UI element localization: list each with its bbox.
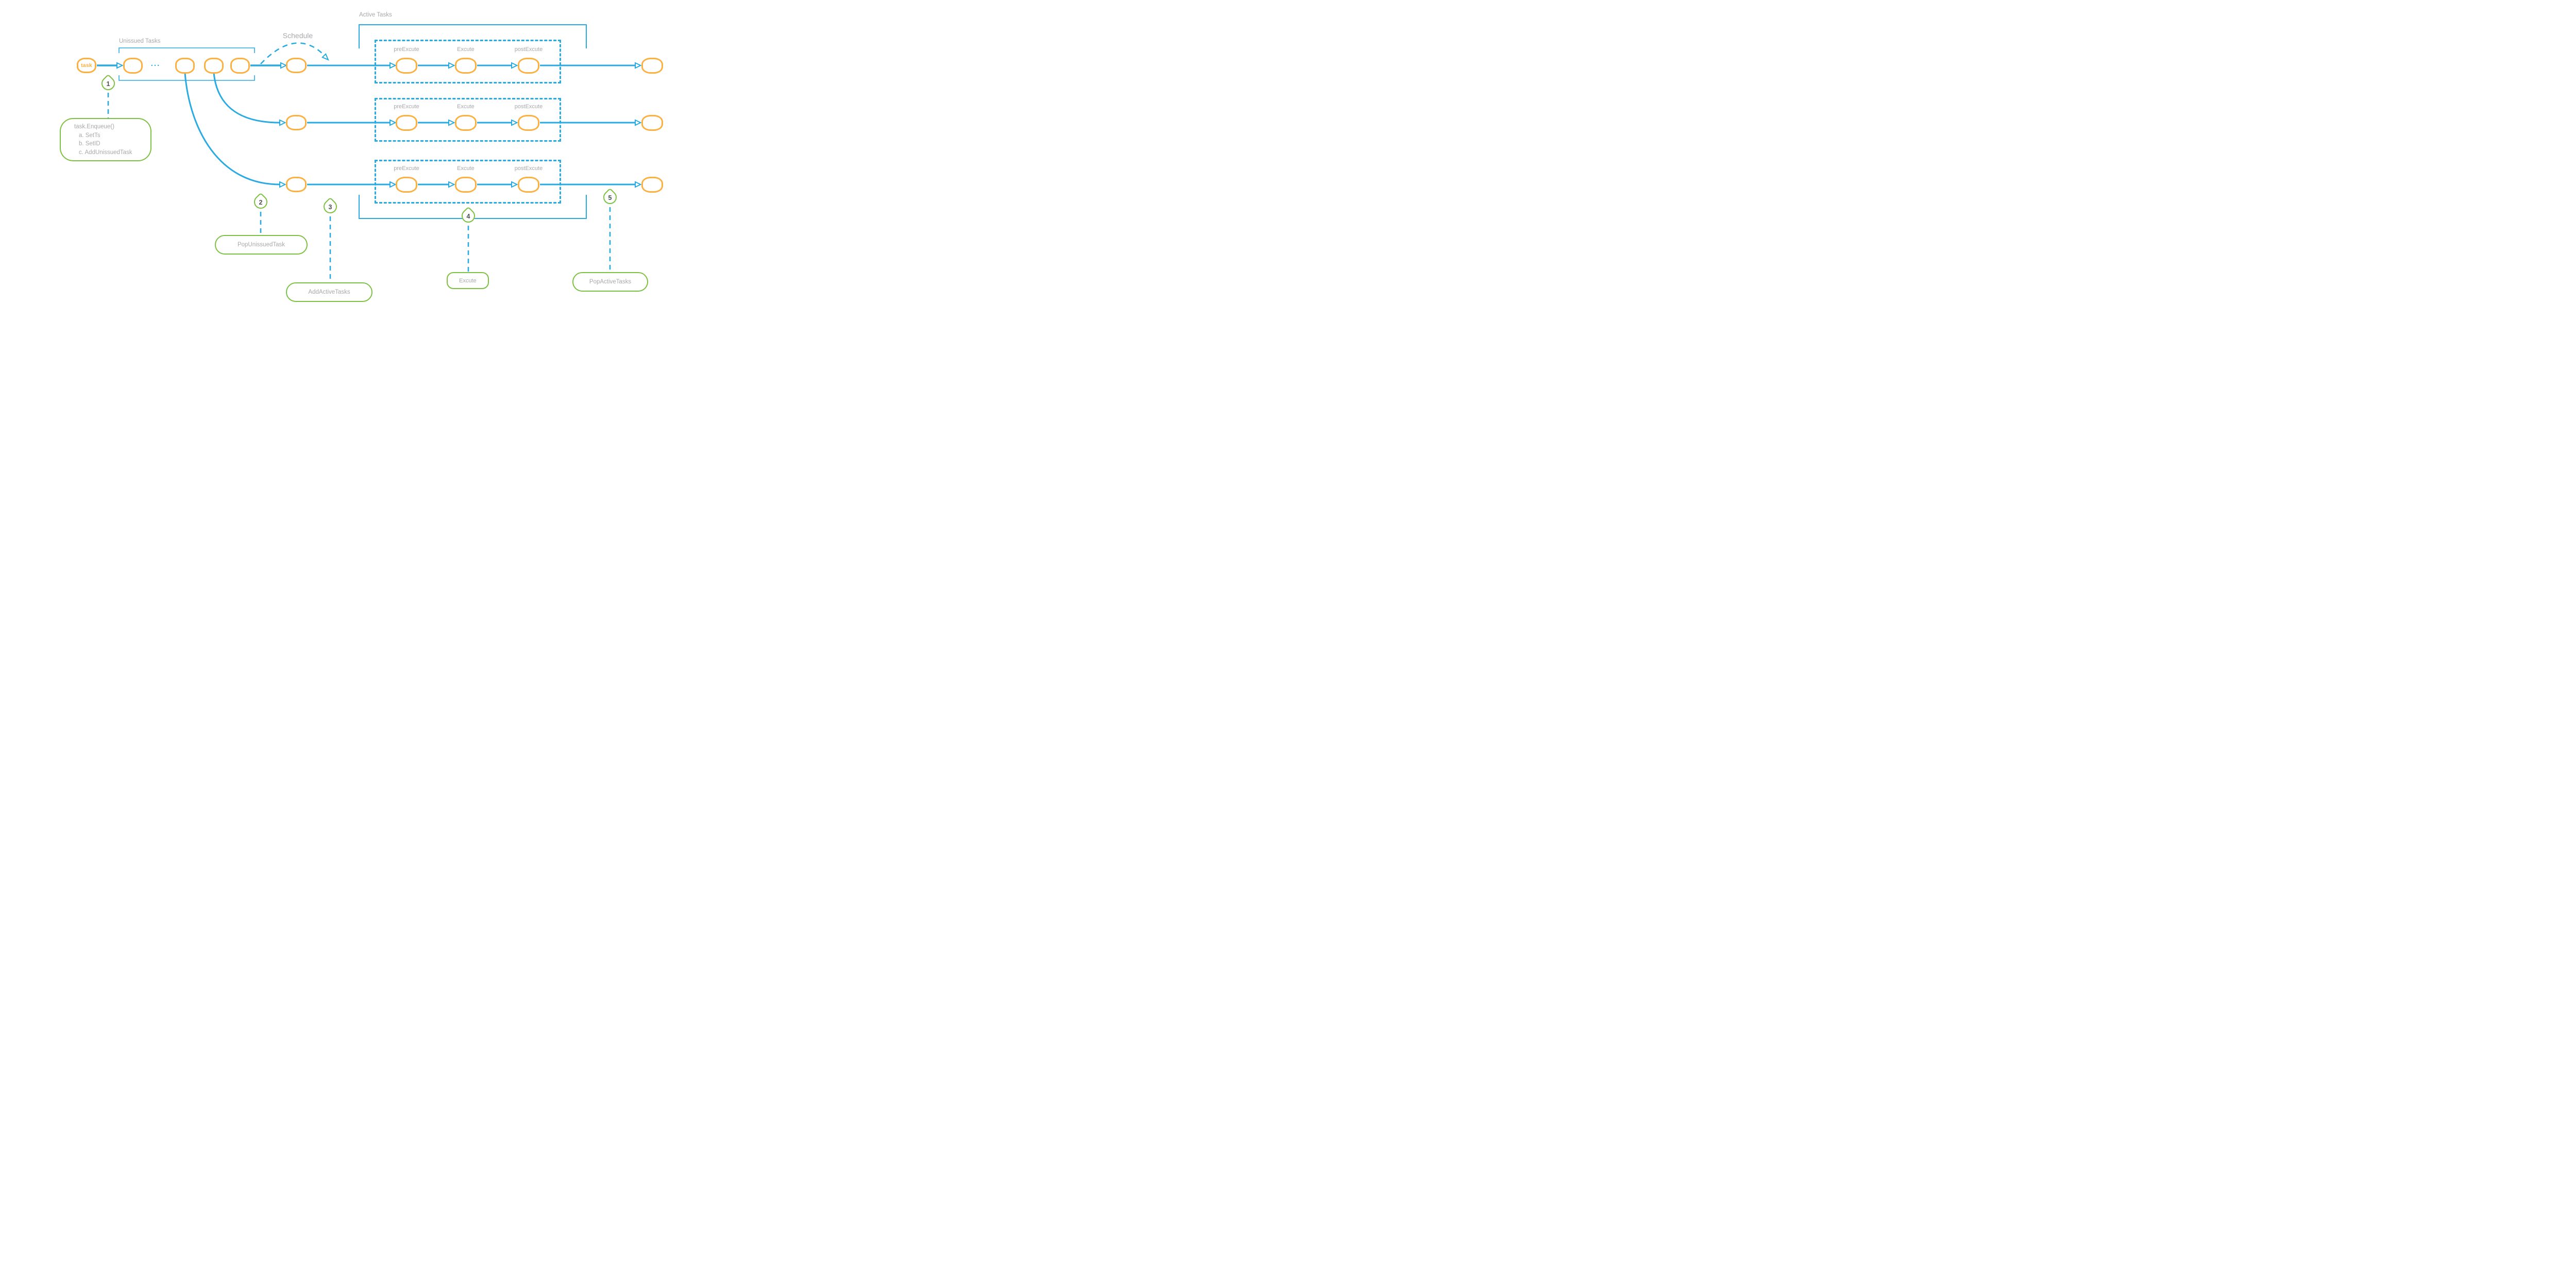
scheduler-node-1 xyxy=(286,58,307,73)
stage-label-preexcute: preExcute xyxy=(394,104,419,110)
task-scheduling-diagram: Unissued Tasks Active Tasks Schedule pre… xyxy=(0,0,778,320)
schedule-label: Schedule xyxy=(282,31,313,40)
stage-label-postexcute: postExcute xyxy=(514,165,543,172)
schedule-arc xyxy=(260,42,329,64)
pipeline-box-1 xyxy=(375,40,561,83)
annotation-line: a. SetTs xyxy=(79,132,100,139)
excute-node xyxy=(455,177,477,193)
postexcute-node xyxy=(518,58,539,74)
preexcute-node xyxy=(396,177,417,193)
annotation-task-enqueue: task.Enqueue() a. SetTs b. SetID c. AddU… xyxy=(60,118,151,161)
excute-node xyxy=(455,58,477,74)
curve-queue-to-scheduler-2 xyxy=(213,73,280,123)
stage-label-postexcute: postExcute xyxy=(514,104,543,110)
stage-label-preexcute: preExcute xyxy=(394,165,419,172)
connector-layer xyxy=(97,24,778,282)
annotation-pop-active-tasks: PopActiveTasks xyxy=(572,272,648,292)
annotation-add-active-tasks: AddActiveTasks xyxy=(286,282,372,302)
flow-arrows xyxy=(97,65,635,184)
task-node: task xyxy=(77,58,96,73)
scheduler-node-3 xyxy=(286,177,307,192)
stage-label-postexcute: postExcute xyxy=(514,46,543,53)
queue-ellipsis: ... xyxy=(150,59,161,68)
annotation-connectors xyxy=(107,93,611,282)
stage-label-preexcute: preExcute xyxy=(394,46,419,53)
task-node-label: task xyxy=(81,62,92,69)
queue-node xyxy=(230,58,250,74)
done-node xyxy=(641,58,663,74)
unissued-tasks-bracket xyxy=(118,47,255,81)
preexcute-node xyxy=(396,115,417,131)
preexcute-node xyxy=(396,58,417,74)
done-node xyxy=(641,177,663,193)
queue-node xyxy=(123,58,143,74)
excute-node xyxy=(455,115,477,131)
annotation-pop-unissued-task: PopUnissuedTask xyxy=(215,235,308,255)
stage-label-excute: Excute xyxy=(457,165,474,172)
scheduler-node-2 xyxy=(286,115,307,130)
step-marker-1-number: 1 xyxy=(106,80,110,88)
step-marker-5-number: 5 xyxy=(608,194,612,201)
postexcute-node xyxy=(518,177,539,193)
stage-label-excute: Excute xyxy=(457,104,474,110)
annotation-excute: Excute xyxy=(447,272,489,289)
postexcute-node xyxy=(518,115,539,131)
step-marker-4-number: 4 xyxy=(466,213,470,220)
queue-node xyxy=(204,58,224,74)
pipeline-box-3 xyxy=(375,160,561,204)
queue-node xyxy=(175,58,195,74)
annotation-line: b. SetID xyxy=(79,141,100,147)
pipeline-box-2 xyxy=(375,98,561,142)
step-marker-3-number: 3 xyxy=(328,204,332,211)
annotation-line: task.Enqueue() xyxy=(74,124,114,130)
curve-queue-to-scheduler-3 xyxy=(184,73,280,184)
step-marker-2-number: 2 xyxy=(259,199,263,206)
unissued-tasks-label: Unissued Tasks xyxy=(119,38,161,44)
done-node xyxy=(641,115,663,131)
active-tasks-label: Active Tasks xyxy=(359,12,392,18)
annotation-line: c. AddUnissuedTask xyxy=(79,149,132,156)
stage-label-excute: Excute xyxy=(457,46,474,53)
